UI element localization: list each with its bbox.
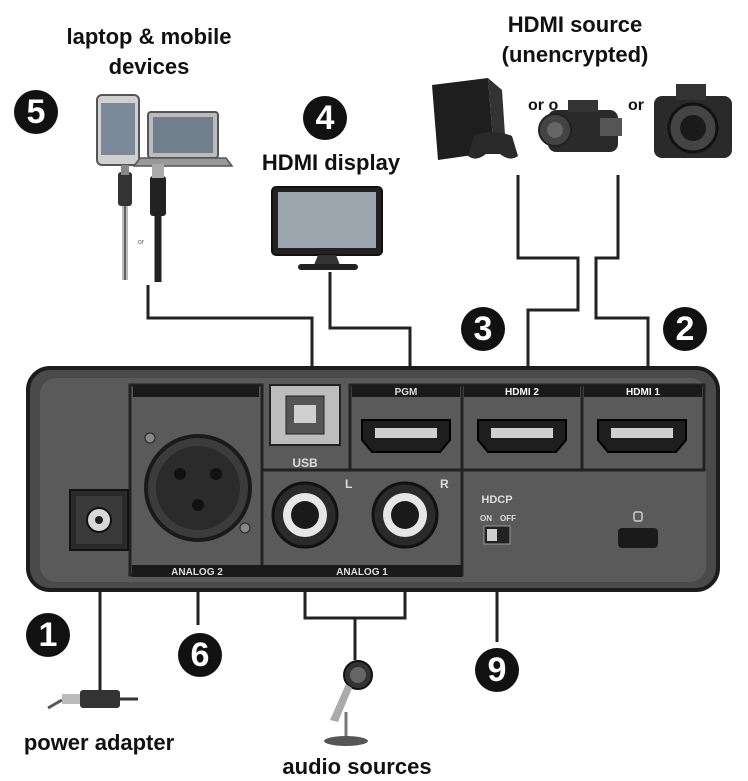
right-channel-label: R (440, 477, 449, 491)
left-channel-label: L (345, 477, 352, 491)
hdmi-source-label: HDMI source (unencrypted) (470, 10, 680, 70)
pgm-port-label: PGM (395, 387, 418, 398)
badge-3: 3 (461, 307, 505, 351)
hdmi2-port (477, 419, 567, 453)
connection-lines (98, 175, 650, 690)
power-adapter-label: power adapter (23, 730, 175, 755)
analog1-port-label: ANALOG 1 (336, 567, 388, 578)
device-rear-panel: PGM HDMI 2 HDMI 1 ANALOG 2 ANALOG 1 (26, 366, 720, 592)
usb-port-label: USB (292, 456, 318, 470)
badge-9: 9 (475, 648, 519, 692)
power-jack (69, 489, 129, 551)
usb-port: USB (269, 384, 341, 470)
analog1-left-jack: L (271, 477, 352, 549)
hdcp-switch: HDCP ON OFF (480, 494, 516, 545)
xlr-connector (144, 432, 252, 542)
hdcp-off-label: OFF (500, 514, 516, 523)
badge-2: 2 (663, 307, 707, 351)
laptop-mobile-label: laptop & mobile devices (40, 22, 258, 82)
badge-1: 1 (26, 613, 70, 657)
camcorder-icon (538, 100, 622, 152)
hdmi-source-label-line1: HDMI source (507, 12, 643, 37)
analog2-top-strip (133, 385, 259, 397)
cable-or-label: or (138, 239, 145, 246)
laptop-icon (132, 111, 234, 167)
badge-6: 6 (178, 633, 222, 677)
hdmi-source-label-line2: (unencrypted) (501, 42, 649, 67)
smartphone-icon (96, 94, 140, 166)
laptop-mobile-label-line1: laptop & mobile (66, 24, 232, 49)
audio-sources-label: audio sources (282, 754, 432, 779)
hdmi2-port-label: HDMI 2 (505, 387, 539, 398)
dslr-camera-icon (654, 84, 732, 158)
hdmi2-cable-line (516, 175, 580, 375)
analog1-right-jack: R (371, 477, 449, 549)
or-label-1: or o (528, 97, 558, 114)
hdmi1-cable-line (594, 175, 650, 375)
hdmi-display-icon (271, 186, 383, 270)
pgm-hdmi-port (361, 419, 451, 453)
usb-cable-line (146, 285, 314, 378)
laptop-mobile-label-line2: devices (108, 54, 190, 79)
hdmi1-port (597, 419, 687, 453)
hdcp-label: HDCP (481, 494, 512, 506)
badge-4: 4 (303, 96, 347, 140)
game-console-icon (432, 78, 518, 160)
hdmi-display-label: HDMI display (261, 150, 401, 175)
or-label-2: or (628, 97, 644, 114)
pgm-cable-line (328, 272, 412, 378)
power-plug-icon (47, 690, 138, 710)
hdcp-on-label: ON (480, 514, 492, 523)
analog2-port-label: ANALOG 2 (171, 567, 223, 578)
hdmi1-port-label: HDMI 1 (626, 387, 660, 398)
usb-cables-icon: or (118, 164, 166, 282)
badge-5: 5 (14, 90, 58, 134)
lock-slot-icon (618, 511, 658, 548)
microphone-icon (324, 660, 373, 746)
